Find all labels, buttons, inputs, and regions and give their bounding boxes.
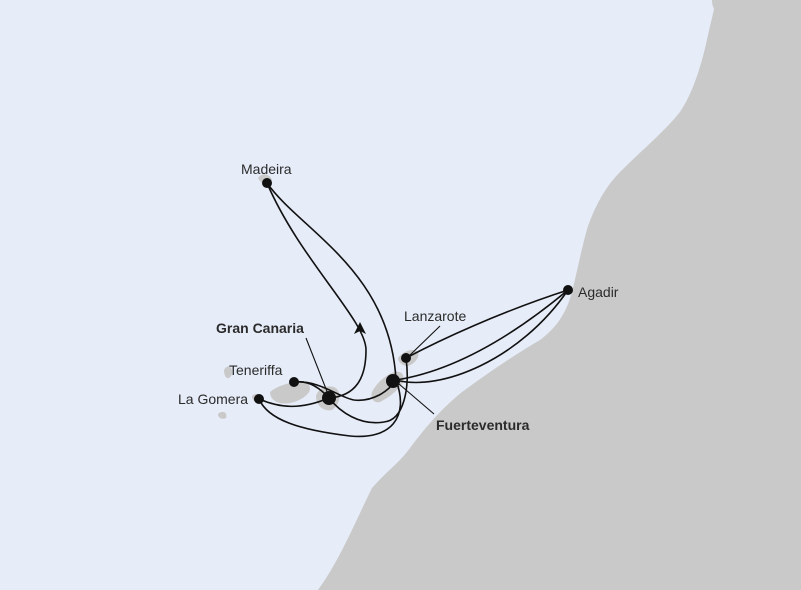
route-lanzarote-gran-canaria (328, 357, 408, 424)
route-agadir-fuerteventura-a (395, 289, 569, 381)
cruise-routes (258, 182, 569, 438)
marker-gran-canaria[interactable] (322, 391, 336, 405)
landmass-north (738, 0, 801, 52)
marker-lanzarote[interactable] (401, 353, 411, 363)
marker-fuerteventura[interactable] (386, 374, 400, 388)
label-agadir: Agadir (578, 284, 619, 300)
label-fuerteventura: Fuerteventura (436, 417, 530, 433)
label-madeira: Madeira (241, 161, 292, 177)
mainland-africa (318, 0, 801, 590)
label-lanzarote: Lanzarote (404, 308, 466, 324)
port-markers (254, 178, 573, 405)
marker-madeira[interactable] (262, 178, 272, 188)
marker-la-gomera[interactable] (254, 394, 264, 404)
route-teneriffa-fuerteventura (293, 379, 397, 402)
route-la-gomera-gran-canaria (258, 397, 330, 408)
landmass-north-islet (712, 0, 728, 14)
leader-fuerteventura (398, 383, 435, 415)
route-agadir-fuerteventura-b (395, 289, 569, 384)
route-agadir-lanzarote (405, 289, 569, 359)
leader-lanzarote (408, 325, 441, 357)
label-la-gomera: La Gomera (178, 391, 248, 407)
route-la-gomera-fuerteventura (258, 379, 402, 438)
route-madeira-fuerteventura (266, 182, 397, 381)
marker-agadir[interactable] (563, 285, 573, 295)
leader-gran-canaria (305, 337, 329, 395)
island-la-palma (224, 366, 233, 379)
direction-arrow-icon (354, 322, 366, 334)
island-teneriffa (270, 382, 311, 404)
route-madeira-gran-canaria (266, 182, 367, 399)
label-teneriffa: Teneriffa (229, 362, 283, 378)
label-gran-canaria: Gran Canaria (216, 320, 304, 336)
marker-teneriffa[interactable] (289, 377, 299, 387)
island-el-hierro (218, 411, 227, 419)
